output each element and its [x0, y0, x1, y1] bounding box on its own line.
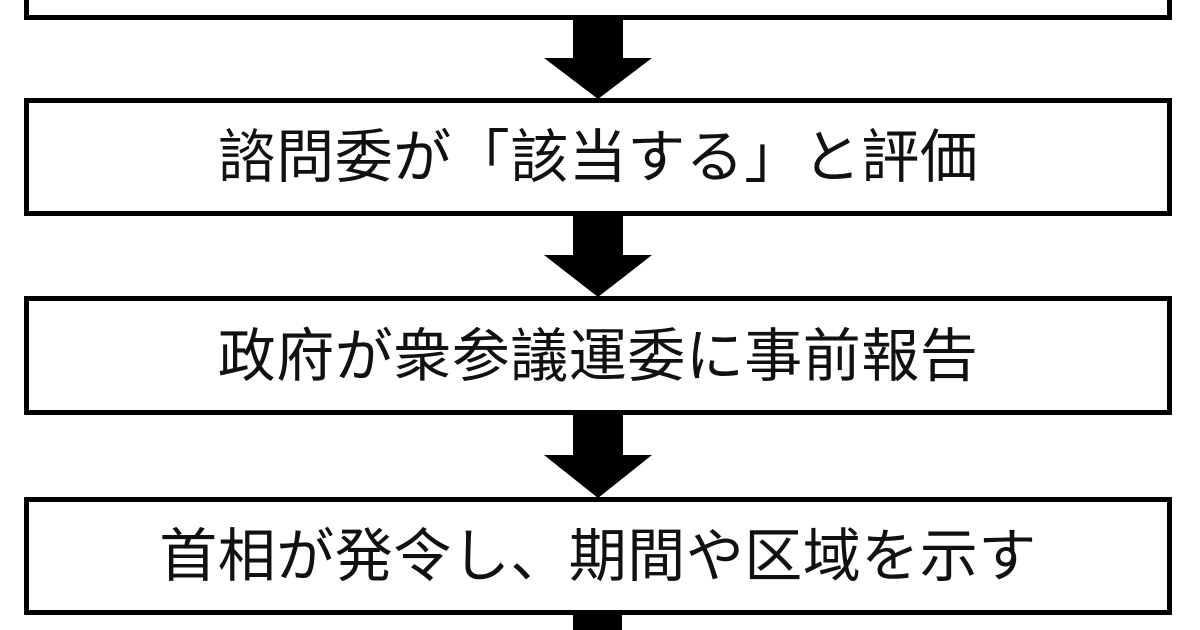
- flow-step-3-box: 政府が衆参議運委に事前報告: [24, 296, 1172, 415]
- flow-step-4-label: 首相が発令し、期間や区域を示す: [159, 522, 1037, 590]
- flow-step-2-box: 諮問委が「該当する」と評価: [24, 98, 1172, 216]
- down-arrow-glyph: [544, 216, 652, 297]
- down-arrow-icon: [544, 415, 652, 498]
- down-arrow-glyph: [544, 415, 652, 498]
- down-arrow-icon: [544, 216, 652, 297]
- flow-step-2-label: 諮問委が「該当する」と評価: [217, 123, 979, 191]
- flow-step-3-label: 政府が衆参議運委に事前報告: [217, 321, 979, 390]
- flow-step-4-box: 首相が発令し、期間や区域を示す: [24, 497, 1172, 615]
- down-arrow-icon: [544, 20, 652, 99]
- down-arrow-glyph: [544, 20, 652, 99]
- down-arrow-icon: [573, 615, 622, 630]
- flow-step-1-box: [24, 0, 1172, 20]
